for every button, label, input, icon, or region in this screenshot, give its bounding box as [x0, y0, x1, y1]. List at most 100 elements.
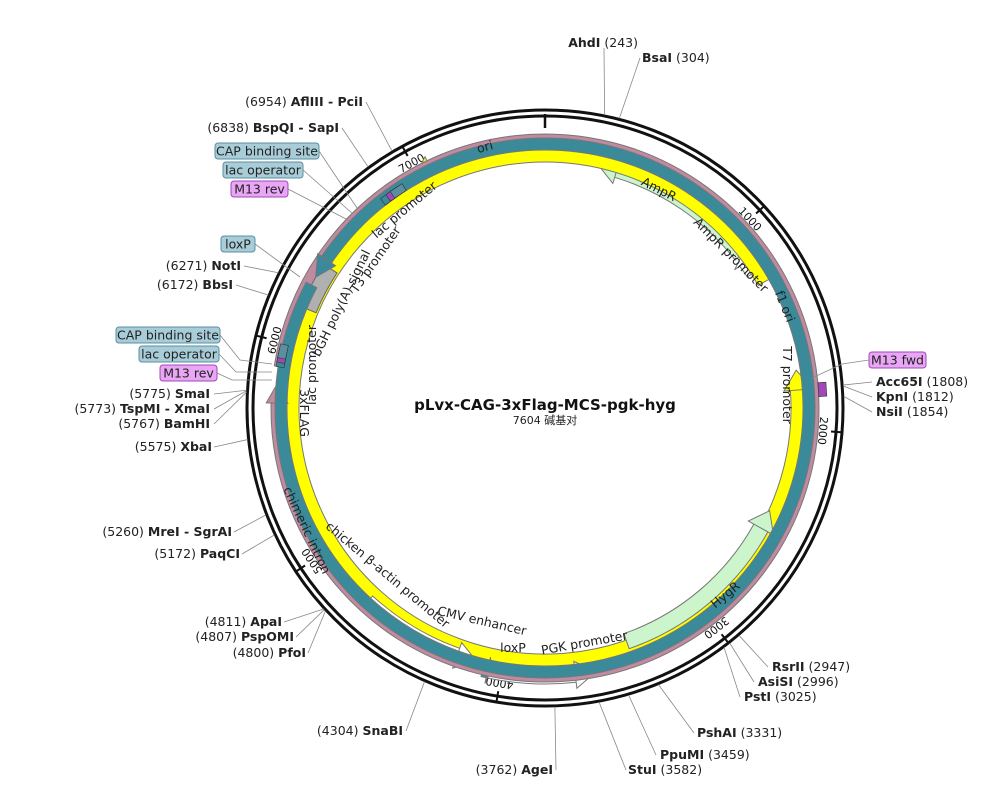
badge-leaders [216, 150, 870, 381]
plasmid-length: 7604 碱基对 [513, 413, 578, 427]
site-asisi: AsiSI (2996) [758, 674, 839, 689]
svg-text:lac operator: lac operator [141, 347, 218, 362]
site-bspqi-sapi: (6838) BspQI - SapI [207, 120, 339, 135]
backbone [245, 108, 845, 708]
site-bamhi: (5767) BamHI [118, 416, 210, 431]
feature-label-lac-promoter-2: lac promoter [304, 324, 319, 405]
svg-text:CAP binding site: CAP binding site [117, 328, 219, 343]
site-tspmi-xmai: (5773) TspMI - XmaI [74, 401, 210, 416]
site-psti: PstI (3025) [744, 689, 817, 704]
badge-lac-operator-2: lac operator [138, 345, 220, 363]
site-leader-21 [213, 389, 247, 395]
svg-text:PpuMI (3459): PpuMI (3459) [660, 747, 750, 762]
badge-m13-rev-2: M13 rev [159, 364, 218, 382]
tick-5000 [296, 564, 306, 572]
site-leader-lines [213, 47, 873, 771]
site-leader-24 [341, 127, 369, 168]
site-leader-17 [241, 534, 275, 555]
feature-loxp-1 [274, 137, 816, 679]
svg-text:(6954) AflIII - PciI: (6954) AflIII - PciI [245, 94, 363, 109]
site-leader-5 [738, 635, 769, 668]
site-bbsi: (6172) BbsI [157, 277, 233, 292]
site-xbai: (5575) XbaI [135, 439, 212, 454]
svg-text:lac operator: lac operator [225, 163, 302, 178]
tick-1000 [755, 206, 765, 215]
svg-text:CAP binding site: CAP binding site [216, 144, 318, 159]
svg-text:(4304) SnaBI: (4304) SnaBI [317, 723, 403, 738]
svg-text:M13 rev: M13 rev [163, 366, 214, 381]
svg-text:M13 fwd: M13 fwd [871, 353, 924, 368]
svg-text:AsiSI (2996): AsiSI (2996) [758, 674, 839, 689]
feature-hygr [623, 509, 775, 650]
svg-text:loxP: loxP [225, 237, 251, 252]
svg-text:(4800) PfoI: (4800) PfoI [233, 645, 306, 660]
site-leader-19 [213, 391, 247, 425]
svg-text:(5575) XbaI: (5575) XbaI [135, 439, 212, 454]
small-feature-glyph-6 [817, 381, 828, 397]
svg-text:(6172) BbsI: (6172) BbsI [157, 277, 233, 292]
site-leader-18 [213, 439, 248, 448]
site-apai: (4811) ApaI [205, 614, 282, 629]
site-bsai: BsaI (304) [642, 50, 710, 65]
site-leader-16 [233, 514, 266, 533]
svg-text:(5775) SmaI: (5775) SmaI [129, 386, 210, 401]
site-leader-9 [628, 694, 657, 756]
badge-lac-operator-1: lac operator [222, 161, 304, 179]
site-leader-25 [365, 101, 393, 152]
site-rsrii: RsrII (2947) [772, 659, 850, 674]
site-acc65i: Acc65I (1808) [876, 374, 968, 389]
svg-text:StuI (3582): StuI (3582) [628, 762, 702, 777]
tick-2000 [830, 430, 842, 434]
site-pshai: PshAI (3331) [697, 725, 782, 740]
site-snabi: (4304) SnaBI [317, 723, 403, 738]
svg-text:AhdI (243): AhdI (243) [568, 35, 638, 50]
site-leader-13 [283, 608, 324, 623]
feature-label-t7-promoter: T7 promoter [780, 345, 795, 424]
feature-label-ori: ori [475, 137, 495, 156]
small-feature-glyph-5 [277, 343, 289, 360]
site-smai: (5775) SmaI [129, 386, 210, 401]
svg-text:PshAI (3331): PshAI (3331) [697, 725, 782, 740]
site-leader-7 [723, 647, 741, 698]
badge-m13-rev-1: M13 rev [230, 180, 289, 198]
feature-label-loxp-2: loxP [500, 640, 526, 655]
site-leader-23 [243, 265, 279, 274]
site-paqci: (5172) PaqCI [154, 546, 240, 561]
site-leader-14 [295, 609, 325, 638]
plasmid-name: pLvx-CAG-3xFlag-MCS-pgk-hyg [414, 396, 676, 414]
feature-label-3xflag: 3xFLAG [297, 389, 312, 437]
site-leader-2 [843, 381, 873, 386]
site-leader-8 [658, 684, 695, 734]
site-leader-6 [729, 642, 755, 683]
site-leader-4 [843, 396, 873, 413]
site-leader-22 [235, 284, 269, 296]
site-leader-10 [598, 701, 627, 771]
site-ahdi: AhdI (243) [568, 35, 638, 50]
small-features [275, 183, 828, 397]
site-leader-12 [405, 681, 425, 732]
svg-text:PstI (3025): PstI (3025) [744, 689, 817, 704]
site-leader-15 [307, 610, 326, 654]
site-afliii-pcii: (6954) AflIII - PciI [245, 94, 363, 109]
site-stui: StuI (3582) [628, 762, 702, 777]
site-leader-0 [603, 47, 606, 116]
site-agei: (3762) AgeI [476, 762, 553, 777]
site-leader-3 [843, 385, 873, 398]
svg-text:NsiI (1854): NsiI (1854) [876, 404, 948, 419]
svg-text:(4807) PspOMI: (4807) PspOMI [195, 629, 294, 644]
badge-cap-binding-site-1: CAP binding site [214, 142, 320, 160]
svg-text:(3762) AgeI: (3762) AgeI [476, 762, 553, 777]
svg-text:(6838) BspQI - SapI: (6838) BspQI - SapI [207, 120, 339, 135]
site-noti: (6271) NotI [166, 258, 241, 273]
svg-text:(5172) PaqCI: (5172) PaqCI [154, 546, 240, 561]
site-ppumi: PpuMI (3459) [660, 747, 750, 762]
badge-cap-binding-site-2: CAP binding site [115, 326, 221, 344]
svg-text:(5767) BamHI: (5767) BamHI [118, 416, 210, 431]
site-kpni: KpnI (1812) [876, 389, 954, 404]
svg-text:M13 rev: M13 rev [234, 182, 285, 197]
small-feature-glyph-2 [389, 183, 407, 199]
tick-6000 [256, 334, 267, 340]
svg-text:BsaI (304): BsaI (304) [642, 50, 710, 65]
site-nsii: NsiI (1854) [876, 404, 948, 419]
svg-text:RsrII (2947): RsrII (2947) [772, 659, 850, 674]
